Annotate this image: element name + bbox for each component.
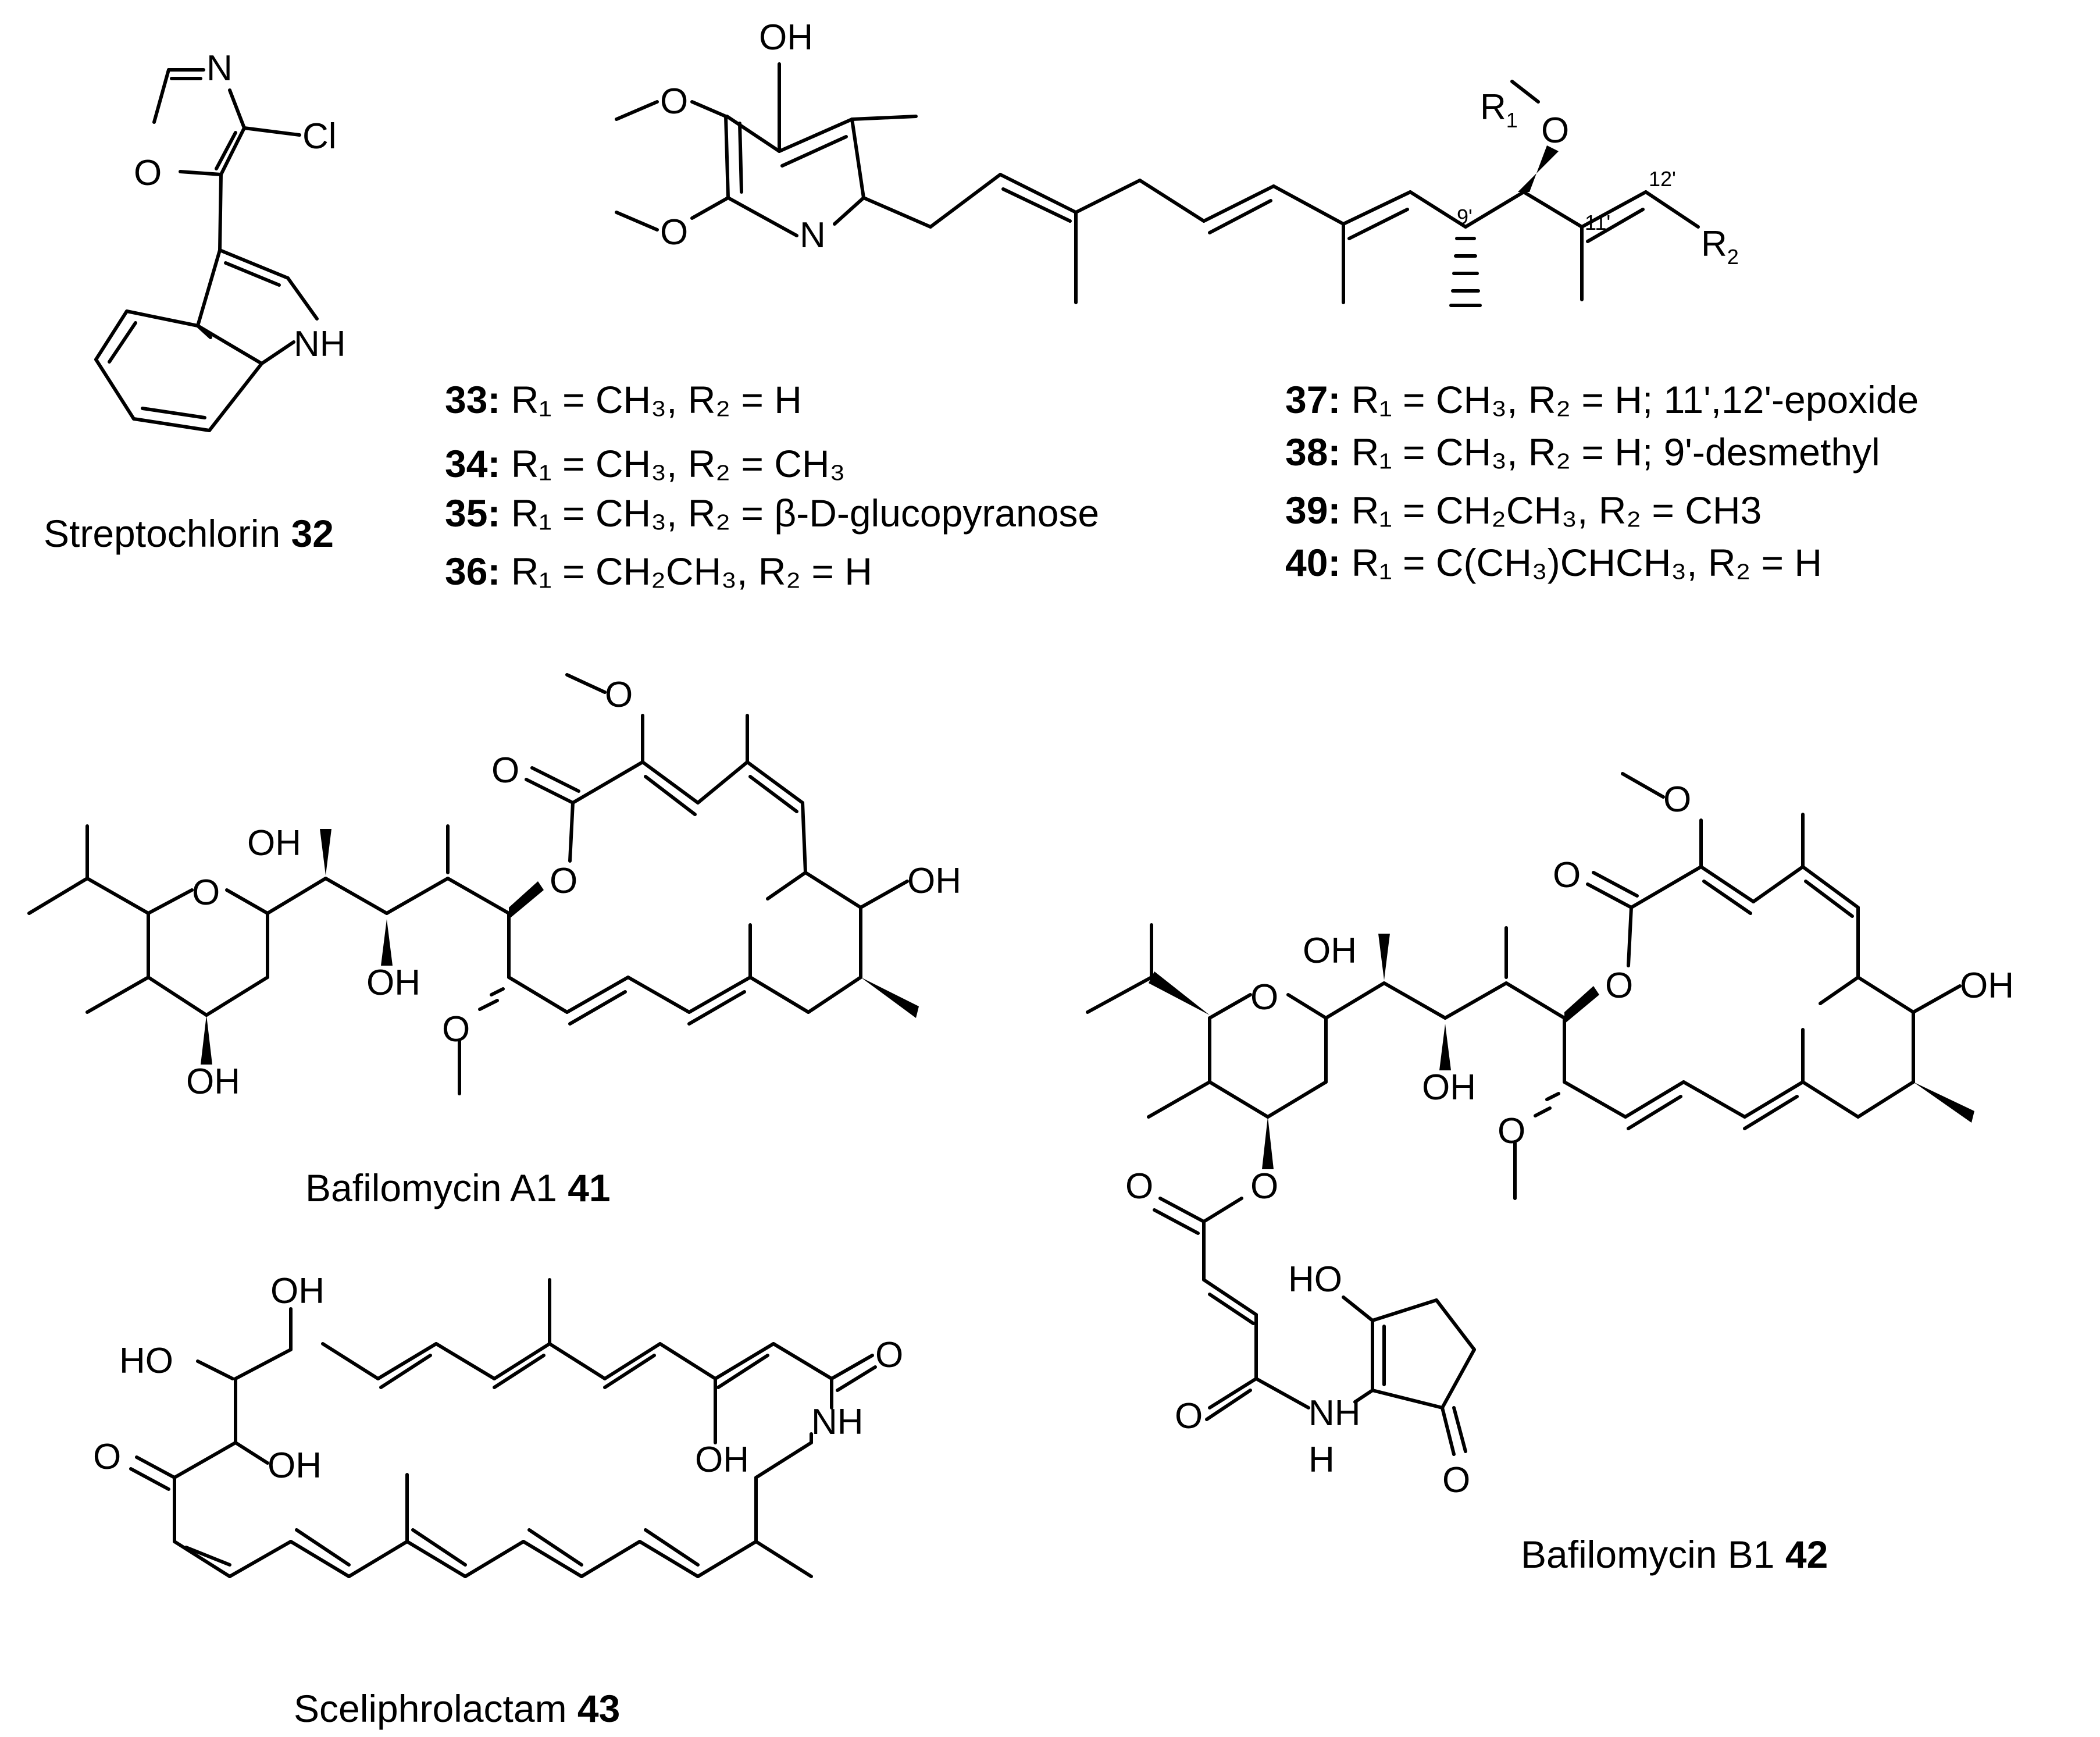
atom-o-methoxy-1: O <box>660 81 688 122</box>
atom-o-methoxy: O <box>1663 779 1691 820</box>
compound-entry: 36: R₁ = CH₂CH₃, R₂ = H <box>445 550 872 593</box>
compound-entry: 39: R₁ = CH₂CH₃, R₂ = CH3 <box>1285 489 1762 532</box>
atom-o-ring: O <box>1250 977 1278 1017</box>
pyridine-structure: OH O O N R1 O R2 9' 11' 12' <box>615 17 1739 307</box>
compound-entry: 33: R₁ = CH₃, R₂ = H <box>445 378 802 421</box>
compound-entry: 37: R₁ = CH₃, R₂ = H; 11',12'-epoxide <box>1285 378 1919 421</box>
locant-12-prime: 12' <box>1649 167 1676 191</box>
locant-11-prime: 11' <box>1585 211 1610 234</box>
atom-nh: NH <box>811 1402 864 1442</box>
atom-r1: R1 <box>1480 87 1518 132</box>
streptochlorin-structure: N O Cl NH <box>94 48 346 432</box>
compound-list-right: 37: R₁ = CH₃, R₂ = H; 11',12'-epoxide 38… <box>1285 378 1919 584</box>
atom-oh-hemiketal: OH <box>247 823 301 863</box>
atom-o-carbonyl: O <box>1553 855 1581 895</box>
atom-o-ketone: O <box>1442 1460 1470 1500</box>
atom-nh: NH <box>1309 1393 1361 1433</box>
atom-o-methoxy: O <box>605 675 633 715</box>
streptochlorin-caption: Streptochlorin 32 <box>44 512 334 555</box>
atom-o-amide: O <box>1175 1396 1203 1436</box>
atom-cl: Cl <box>302 116 337 156</box>
atom-o-r1: O <box>1541 111 1569 151</box>
atom-oh-ring: OH <box>186 1062 240 1102</box>
bafilomycin-b1-structure: O O O O OH OH OH O O O O NH H HO O <box>1086 772 2014 1500</box>
atom-o-carbonyl: O <box>491 750 519 791</box>
bafilomycin-a1-structure: O O O O OH OH OH OH O <box>27 673 961 1102</box>
compound-entry: 40: R₁ = C(CH₃)CHCH₃, R₂ = H <box>1285 541 1822 584</box>
atom-o-methoxy-2: O <box>1498 1111 1525 1151</box>
compound-entry: 38: R₁ = CH₃, R₂ = H; 9'-desmethyl <box>1285 430 1880 474</box>
locant-9-prime: 9' <box>1457 205 1473 229</box>
atom-o-ester: O <box>1605 966 1633 1006</box>
atom-o: O <box>134 153 162 193</box>
atom-oh-enol: OH <box>695 1440 749 1480</box>
atom-o-ketone: O <box>93 1437 121 1477</box>
atom-o-amide: O <box>875 1335 903 1375</box>
bafilomycin-a1-caption: Bafilomycin A1 41 <box>305 1166 611 1209</box>
compound-list-left: 33: R₁ = CH₃, R₂ = H 34: R₁ = CH₃, R₂ = … <box>445 378 1099 593</box>
atom-n: N <box>206 48 233 88</box>
bafilomycin-b1-caption: Bafilomycin B1 42 <box>1521 1533 1828 1576</box>
sceliphrolactam-structure: OH HO O OH O OH NH <box>93 1271 903 1578</box>
atom-ho: HO <box>1288 1259 1342 1300</box>
atom-oh-c23: OH <box>907 861 961 901</box>
atom-oh-c7: OH <box>366 963 420 1003</box>
atom-oh-top: OH <box>270 1271 325 1311</box>
sceliphrolactam-caption: Sceliphrolactam 43 <box>294 1687 620 1730</box>
atom-oh-c7: OH <box>1422 1067 1476 1108</box>
atom-oh: OH <box>759 17 813 58</box>
atom-oh-c23: OH <box>1960 966 2014 1006</box>
atom-o-carbonyl-2: O <box>1125 1166 1153 1206</box>
atom-oh-hemiketal: OH <box>1303 931 1357 971</box>
atom-nh-h: H <box>1309 1440 1335 1480</box>
atom-nh: NH <box>294 324 346 364</box>
atom-o-ring: O <box>192 873 220 913</box>
atom-o-ester-2: O <box>1250 1166 1278 1206</box>
atom-o-methoxy-2: O <box>660 212 688 252</box>
atom-o-ester: O <box>550 861 577 901</box>
atom-oh-mid: OH <box>268 1446 322 1486</box>
atom-r2: R2 <box>1701 224 1739 269</box>
atom-o-methoxy-2: O <box>442 1009 470 1049</box>
compound-entry: 35: R₁ = CH₃, R₂ = β-D-glucopyranose <box>445 492 1099 535</box>
compound-entry: 34: R₁ = CH₃, R₂ = CH₃ <box>445 442 845 485</box>
atom-n: N <box>800 215 826 255</box>
atom-ho-left: HO <box>119 1341 173 1381</box>
